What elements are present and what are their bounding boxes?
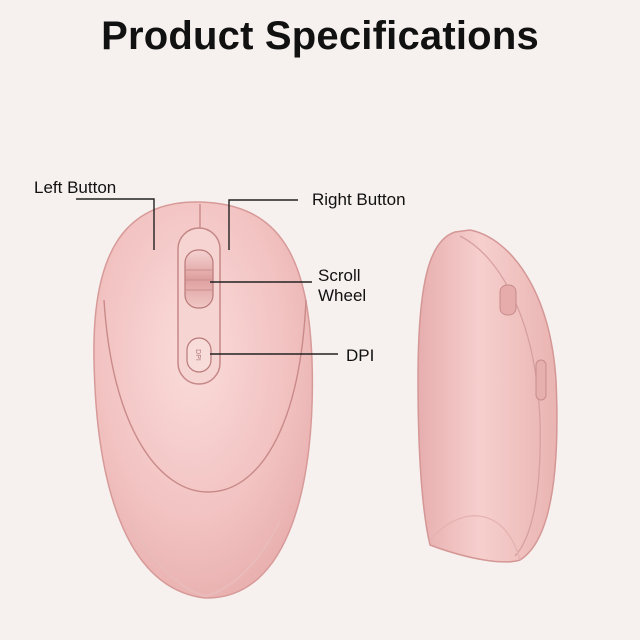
left-button-callout — [76, 198, 155, 250]
page-title: Product Specifications — [101, 14, 539, 58]
right-button-callout — [228, 199, 298, 250]
dpi-button[interactable] — [186, 337, 212, 373]
scroll-wheel[interactable] — [184, 249, 214, 309]
label-dpi: DPI — [346, 346, 375, 365]
mouse-top-view: DPI — [93, 201, 314, 599]
callout-lines — [76, 198, 338, 355]
dpi-button-text: DPI — [194, 349, 201, 361]
mouse-side-view — [417, 229, 558, 563]
label-left-button: Left Button — [34, 178, 117, 197]
label-scroll-wheel: Scroll Wheel — [318, 266, 367, 305]
label-right-button: Right Button — [312, 190, 406, 209]
